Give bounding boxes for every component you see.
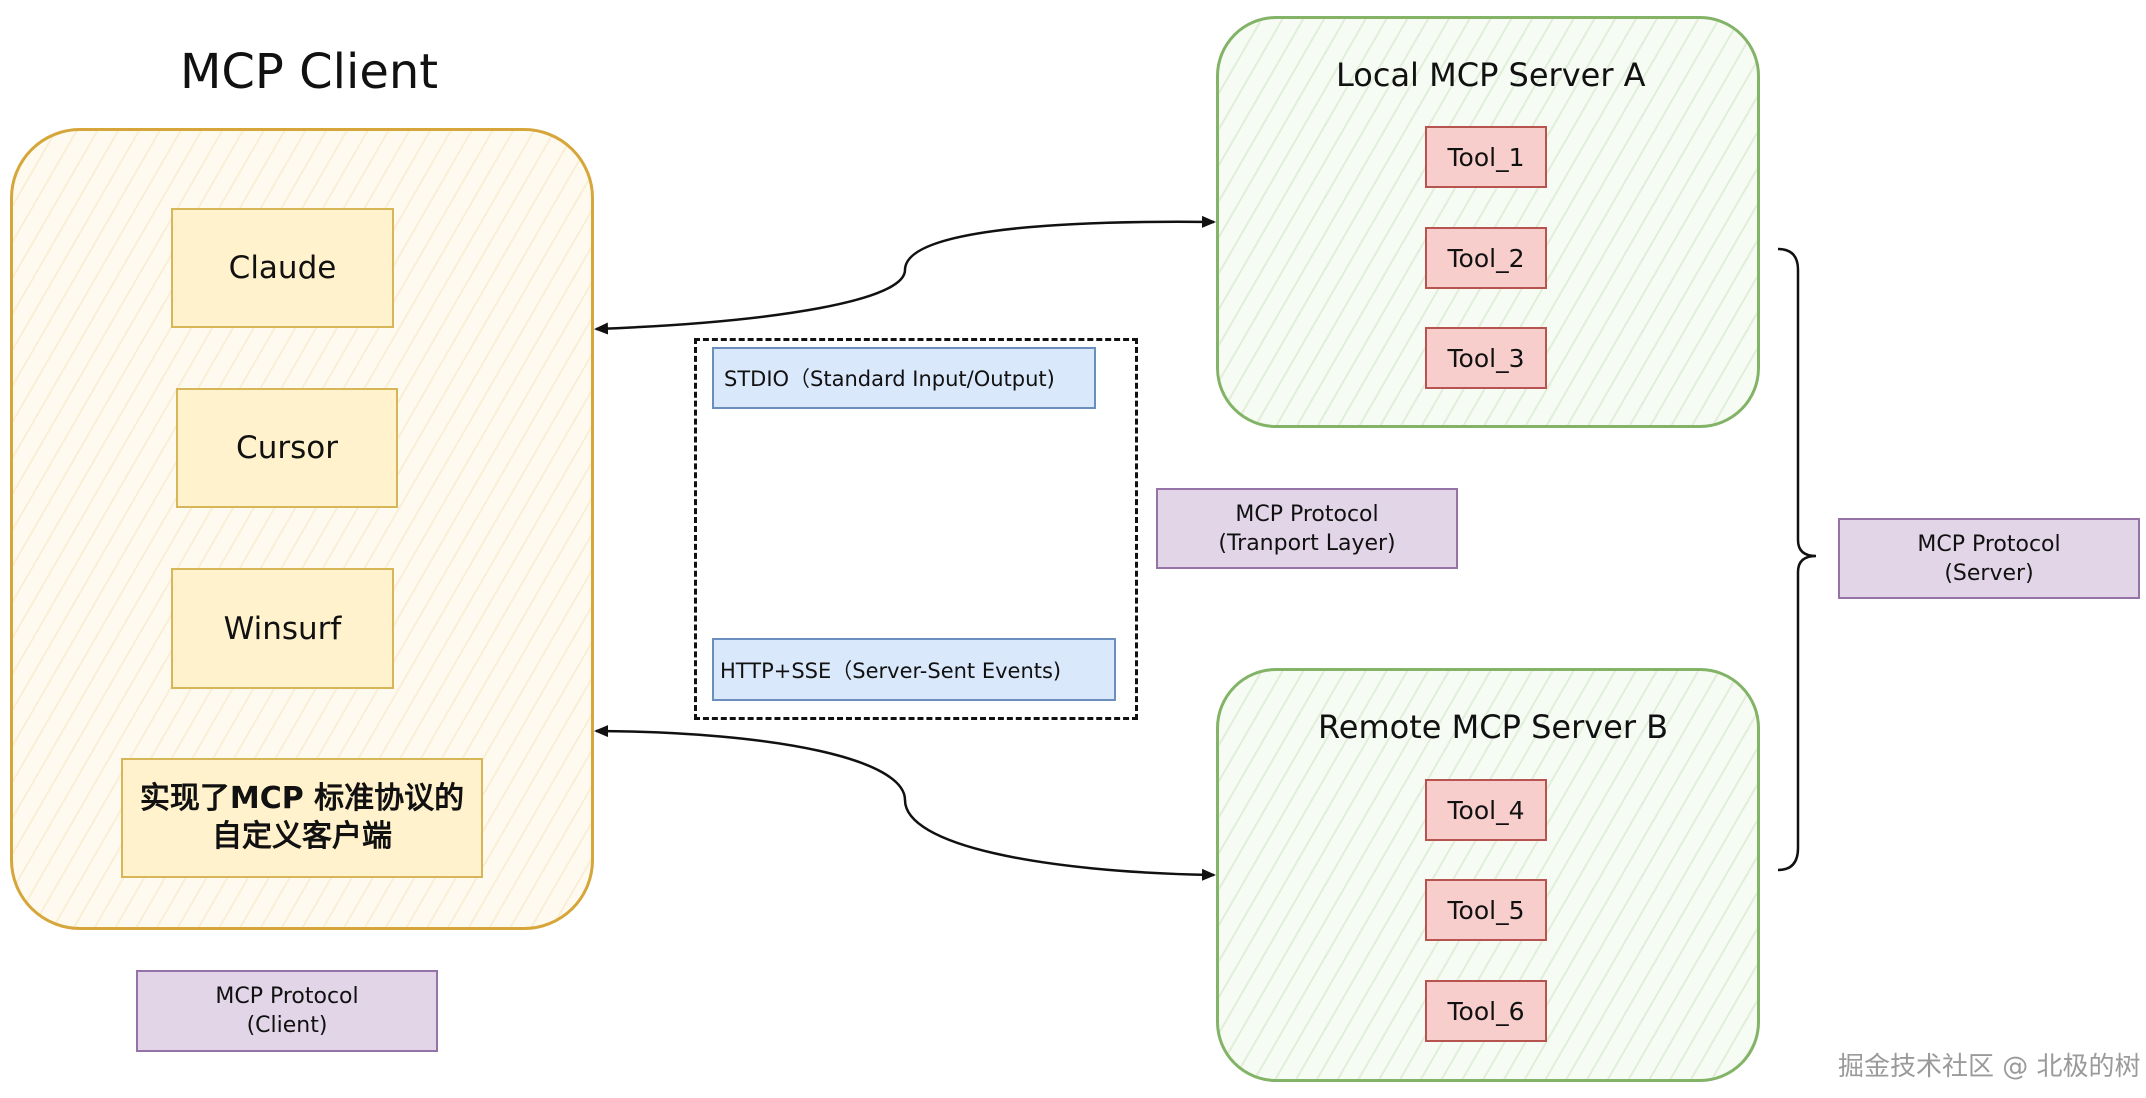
server-protocol-line-1: MCP Protocol [1917,531,2061,557]
app-label-winsurf: Winsurf [223,610,342,647]
tool-box-5: Tool_5 [1425,879,1547,941]
server-protocol-box: MCP Protocol (Server) [1838,518,2140,599]
custom-client-line-1: 实现了MCP 标准协议的 [139,781,465,816]
tool-box-2: Tool_2 [1425,227,1547,289]
custom-client-line-2: 自定义客户端 [212,819,392,854]
server-protocol-line-2: (Server) [1944,560,2034,586]
http-sse-transport-box: HTTP+SSE（Server-Sent Events) [712,638,1116,701]
tool-box-3: Tool_3 [1425,327,1547,389]
client-to-server-a-connector [594,215,1216,335]
stdio-transport-box: STDIO（Standard Input/Output) [712,347,1096,409]
tool-label-5: Tool_5 [1447,895,1525,925]
tool-label-6: Tool_6 [1447,996,1525,1026]
http-sse-label: HTTP+SSE（Server-Sent Events) [720,658,1062,683]
app-box-cursor: Cursor [176,388,398,508]
watermark-text: 掘金技术社区 @ 北极的树 [1838,1052,2141,1082]
app-label-claude: Claude [228,250,337,286]
tool-label-1: Tool_1 [1447,142,1525,172]
app-box-winsurf: Winsurf [171,568,394,689]
tool-box-6: Tool_6 [1425,980,1547,1042]
tool-label-2: Tool_2 [1447,243,1525,273]
app-box-claude: Claude [171,208,394,328]
custom-client-box: 实现了MCP 标准协议的 自定义客户端 [121,758,483,878]
client-protocol-line-2: (Client) [246,1013,328,1038]
app-label-cursor: Cursor [236,430,338,466]
stdio-label: STDIO（Standard Input/Output) [724,367,1055,391]
tool-box-4: Tool_4 [1425,779,1547,841]
client-to-server-b-connector [594,725,1216,881]
tool-label-3: Tool_3 [1447,343,1525,373]
server-b-title: Remote MCP Server B [1318,708,1669,746]
client-title: MCP Client [180,44,439,100]
client-protocol-box: MCP Protocol (Client) [136,970,438,1052]
server-brace [1777,247,1817,872]
transport-protocol-line-1: MCP Protocol [1235,501,1379,527]
transport-protocol-box: MCP Protocol (Tranport Layer) [1156,488,1458,569]
transport-protocol-line-2: (Tranport Layer) [1218,530,1396,556]
tool-label-4: Tool_4 [1447,795,1525,825]
tool-box-1: Tool_1 [1425,126,1547,188]
client-protocol-line-1: MCP Protocol [215,984,359,1009]
server-a-title: Local MCP Server A [1336,56,1646,94]
